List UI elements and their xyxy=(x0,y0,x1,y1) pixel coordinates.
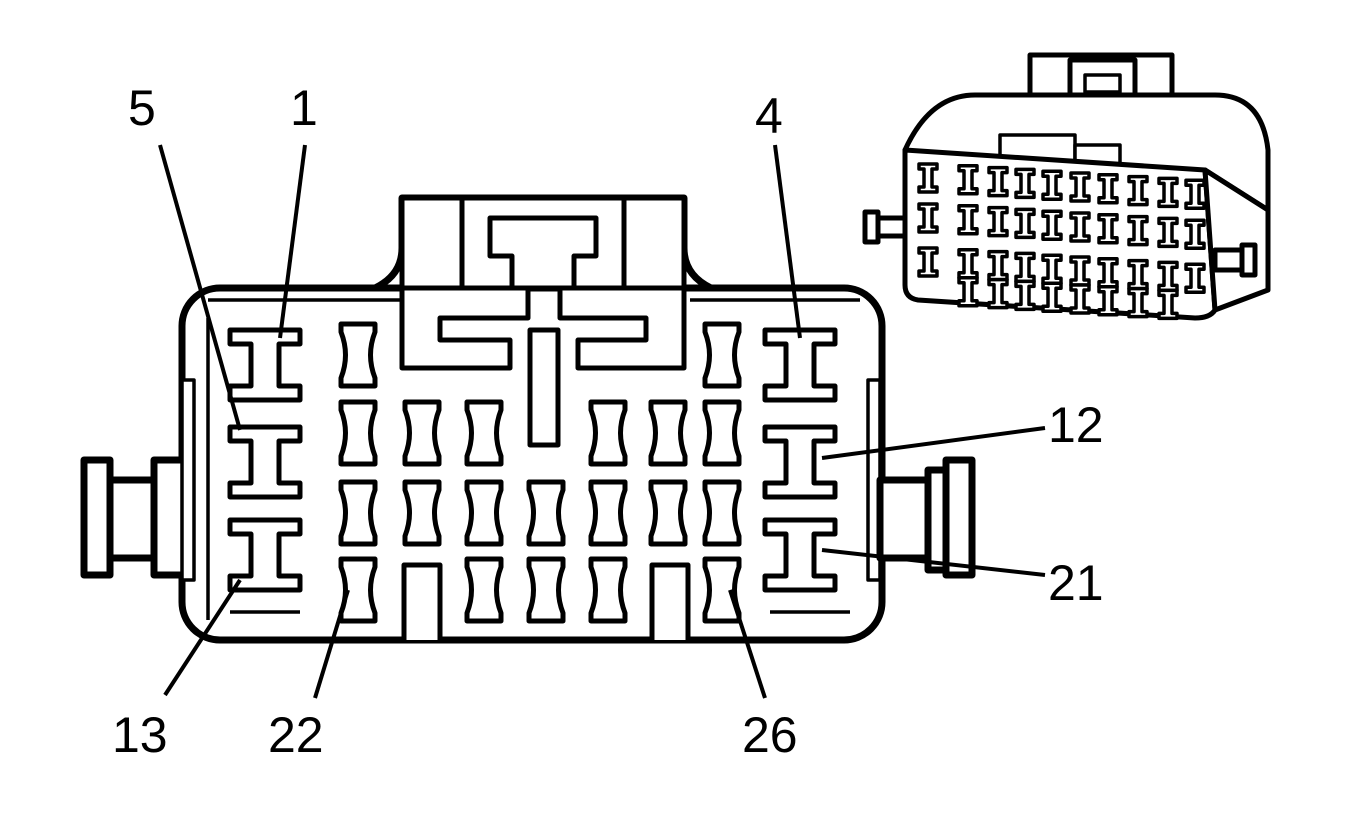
label-12: 12 xyxy=(1048,397,1104,453)
leader-5 xyxy=(158,144,242,431)
leader-21 xyxy=(821,548,1046,577)
terminal-cavity-small xyxy=(464,399,504,467)
leader-12 xyxy=(821,426,1046,460)
terminal-cavity-3d xyxy=(1041,281,1063,313)
terminal-cavity-3d xyxy=(1069,171,1091,203)
terminal-cavity-small xyxy=(464,556,504,624)
bottom-notches xyxy=(230,562,850,640)
terminal-cavity-small xyxy=(464,479,504,547)
terminal-cavity-3d xyxy=(1127,174,1149,207)
terminal-cavity-3d xyxy=(1069,283,1091,315)
terminal-cavity-large xyxy=(762,517,838,593)
inner-frame xyxy=(206,298,860,620)
terminal-cavity-small xyxy=(588,556,628,624)
terminal-cavity-3d xyxy=(917,246,939,278)
leader-26 xyxy=(728,589,767,699)
label-21: 21 xyxy=(1048,555,1104,611)
terminal-cavity-small xyxy=(648,479,688,547)
terminal-cavity-small xyxy=(648,399,688,467)
label-26: 26 xyxy=(742,707,798,763)
terminal-cavity-3d xyxy=(917,162,939,194)
label-4: 4 xyxy=(755,88,783,144)
terminal-cavity-3d xyxy=(957,276,979,308)
terminal-cavity-3d xyxy=(1184,178,1206,210)
terminal-cavity-large xyxy=(762,424,838,500)
terminal-cavity-3d xyxy=(1014,207,1036,240)
terminal-cavity-3d xyxy=(1097,173,1119,205)
terminal-cavity-3d xyxy=(1097,213,1119,245)
terminal-cavity-3d xyxy=(957,164,979,196)
terminal-cavity-3d xyxy=(1127,214,1149,247)
left-tab xyxy=(80,378,196,582)
terminal-cavity-3d xyxy=(1097,285,1119,317)
terminal-cavity-3d xyxy=(1184,262,1206,294)
terminal-cavity-3d xyxy=(1127,286,1149,319)
terminal-cavity-3d xyxy=(1014,279,1036,312)
leader-4 xyxy=(773,144,802,339)
terminal-cavity-3d xyxy=(1041,209,1063,241)
connector-face xyxy=(80,194,976,644)
terminal-cavity-3d xyxy=(987,277,1009,310)
terminal-cavity-small xyxy=(702,399,742,467)
terminal-cavity-small xyxy=(402,479,442,547)
terminal-cavity-3d xyxy=(1041,169,1063,201)
leader-1 xyxy=(278,144,307,339)
terminal-cavity-small xyxy=(338,556,378,624)
terminal-cavity-small xyxy=(402,399,442,467)
terminal-cavity-small xyxy=(526,479,566,547)
leader-lines xyxy=(158,144,1046,699)
terminal-cavity-small xyxy=(338,479,378,547)
terminal-cavity-3d xyxy=(1157,216,1179,249)
terminal-cavity-small xyxy=(526,556,566,624)
terminal-cavity-3d xyxy=(987,205,1009,238)
terminal-cavity-3d xyxy=(1184,218,1206,250)
label-13: 13 xyxy=(112,707,168,763)
leader-13 xyxy=(163,578,242,697)
pin-labels: 5 1 4 12 21 13 22 26 xyxy=(112,80,1104,763)
terminal-cavity-large xyxy=(762,327,838,403)
label-5: 5 xyxy=(128,80,156,136)
terminal-cavity-3d xyxy=(917,202,939,234)
terminal-cavity-small xyxy=(338,321,378,389)
terminal-cavity-3d xyxy=(987,165,1009,198)
leader-22 xyxy=(313,589,350,699)
terminal-cavity-small xyxy=(702,321,742,389)
terminal-cavity-large xyxy=(227,517,303,593)
terminal-cavity-3d xyxy=(1157,288,1179,321)
terminal-cavity-small xyxy=(702,556,742,624)
terminal-cavities-3d xyxy=(917,162,1206,321)
terminal-cavity-small xyxy=(338,399,378,467)
latch-detail xyxy=(399,195,687,448)
terminal-cavity-small xyxy=(588,399,628,467)
terminal-cavity-large xyxy=(227,327,303,403)
label-1: 1 xyxy=(290,80,318,136)
terminal-cavity-3d xyxy=(1157,176,1179,209)
connector-3d-view xyxy=(862,52,1271,321)
terminal-cavity-3d xyxy=(957,204,979,236)
terminal-cavity-large xyxy=(227,424,303,500)
terminal-cavity-small xyxy=(588,479,628,547)
label-22: 22 xyxy=(268,707,324,763)
terminal-cavities xyxy=(227,321,838,624)
terminal-cavity-3d xyxy=(1069,211,1091,243)
terminal-cavity-3d xyxy=(1014,167,1036,200)
terminal-cavity-small xyxy=(702,479,742,547)
